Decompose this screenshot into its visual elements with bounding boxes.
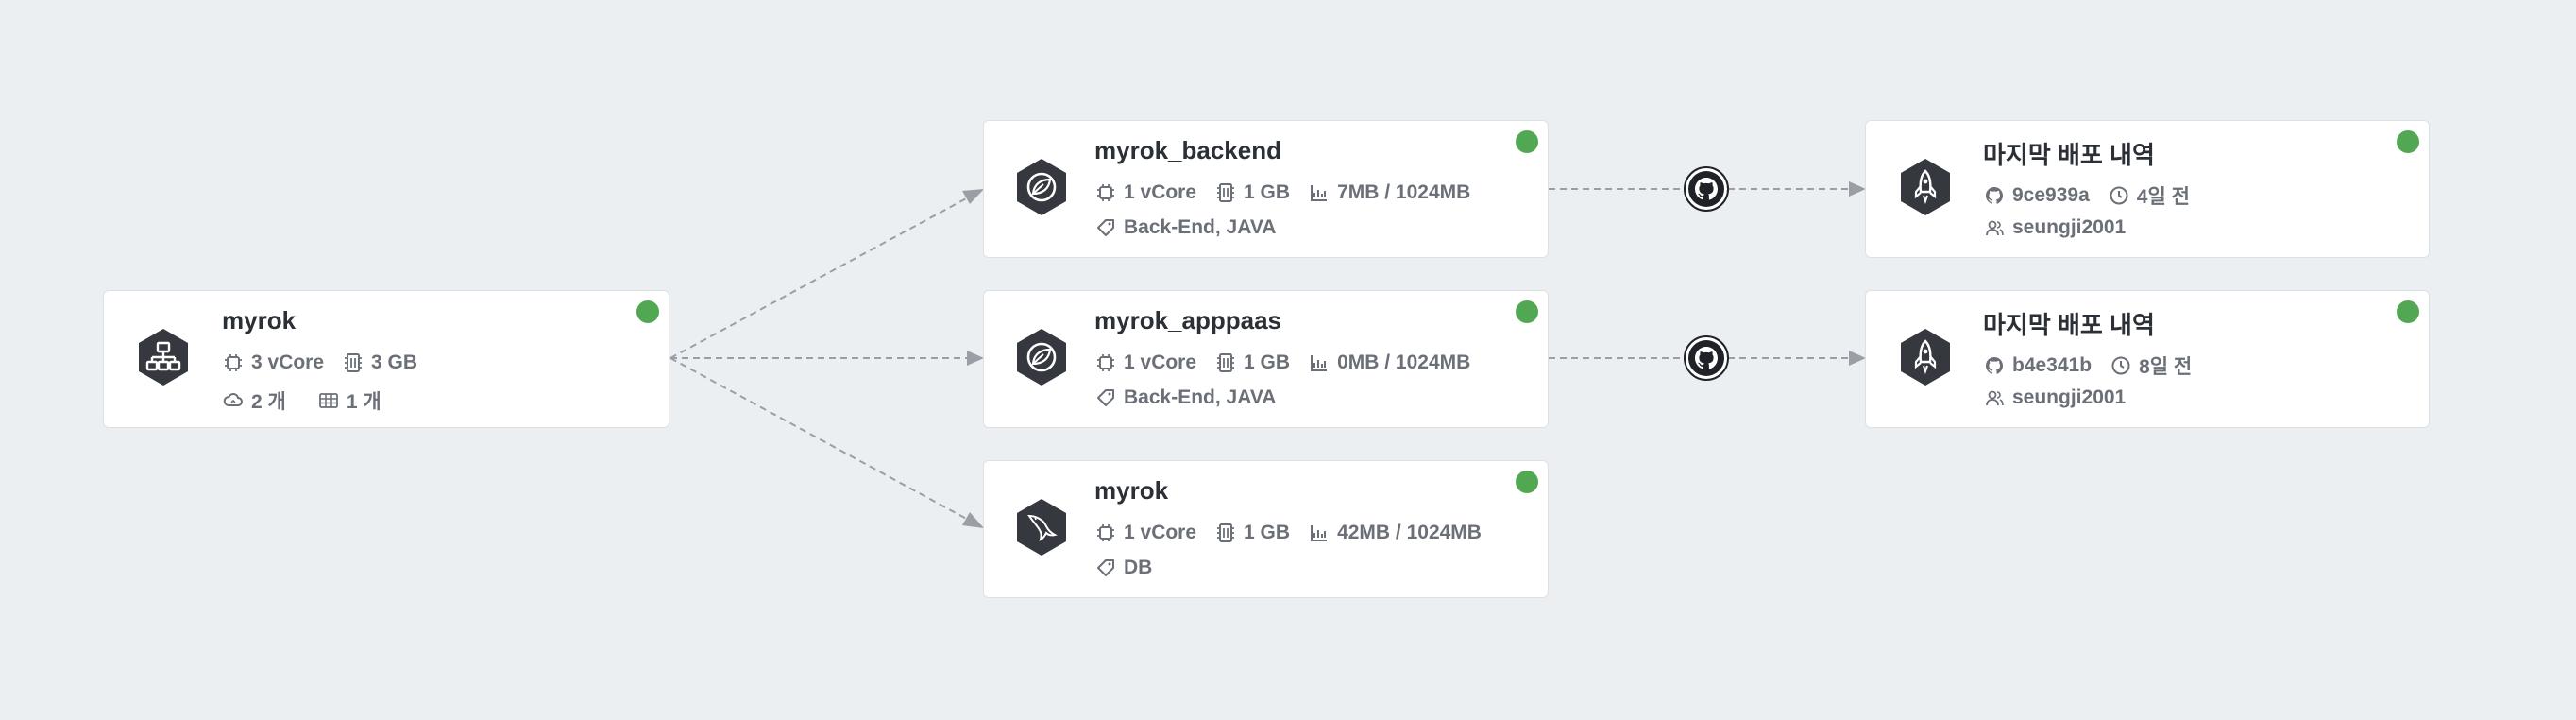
table-icon: [318, 390, 339, 411]
clock-icon: [2110, 355, 2131, 376]
chart-area-icon: [1309, 182, 1330, 203]
deployment-author: seungji2001: [2012, 216, 2127, 238]
deployment-card[interactable]: 마지막 배포 내역 9ce939a 4일 전 seungji2001: [1865, 120, 2430, 258]
project-services-count: 2 개: [251, 391, 286, 413]
service-storage: 42MB / 1024MB: [1337, 522, 1482, 543]
edge-project-to-db: [669, 357, 983, 528]
edge-arrowhead: [967, 351, 984, 366]
memory-icon: [1215, 182, 1236, 203]
edge-arrowhead: [1849, 351, 1866, 366]
deployment-commit: b4e341b: [2012, 354, 2093, 376]
project-card[interactable]: myrok 3 vCore 3 GB 2 개 1 개: [103, 290, 669, 428]
service-memory: 1 GB: [1244, 522, 1291, 543]
tag-icon: [1095, 557, 1116, 578]
edge-arrowhead: [962, 512, 984, 528]
cloud-icon: [223, 390, 244, 411]
deployment-info: b4e341b 8일 전: [1984, 351, 2192, 380]
deployment-info: 9ce939a 4일 전: [1984, 181, 2190, 210]
service-tags: Back-End, JAVA: [1124, 216, 1277, 238]
deployment-author: seungji2001: [2012, 386, 2127, 408]
memory-icon: [1215, 352, 1236, 373]
project-db-count: 1 개: [346, 391, 381, 413]
deployment-author-row: seungji2001: [1984, 386, 2126, 409]
github-node-icon[interactable]: [1684, 166, 1729, 212]
service-tags: DB: [1124, 557, 1153, 578]
memory-icon: [1215, 523, 1236, 543]
project-name: myrok: [222, 306, 297, 334]
deployment-title: 마지막 배포 내역: [1983, 311, 2155, 339]
cpu-icon: [1095, 182, 1116, 203]
service-tags-row: Back-End, JAVA: [1095, 216, 1276, 239]
status-indicator: [1516, 300, 1538, 323]
github-node-icon[interactable]: [1684, 335, 1729, 381]
edge-arrowhead: [1849, 181, 1866, 197]
project-counts: 2 개 1 개: [223, 386, 381, 415]
github-icon: [1984, 185, 2005, 206]
tag-icon: [1095, 387, 1116, 408]
status-indicator: [1516, 130, 1538, 153]
service-tags: Back-End, JAVA: [1124, 386, 1277, 408]
service-memory: 1 GB: [1244, 351, 1291, 373]
service-vcore: 1 vCore: [1124, 522, 1197, 543]
cpu-icon: [223, 352, 244, 373]
cpu-icon: [1095, 523, 1116, 543]
service-tags-row: Back-End, JAVA: [1095, 386, 1276, 409]
chart-area-icon: [1309, 352, 1330, 373]
github-icon: [1984, 355, 2005, 376]
service-vcore: 1 vCore: [1124, 181, 1197, 203]
deployment-author-row: seungji2001: [1984, 216, 2126, 239]
status-indicator: [1516, 471, 1538, 493]
tag-icon: [1095, 217, 1116, 238]
deployment-commit: 9ce939a: [2012, 184, 2090, 206]
service-storage: 0MB / 1024MB: [1337, 351, 1471, 373]
spring-leaf-icon: [1015, 157, 1068, 217]
service-tags-row: DB: [1095, 557, 1152, 579]
service-name: myrok: [1094, 476, 1169, 505]
deployment-card[interactable]: 마지막 배포 내역 b4e341b 8일 전 seungji2001: [1865, 290, 2430, 428]
service-resources: 1 vCore 1 GB 0MB / 1024MB: [1095, 351, 1470, 374]
service-memory: 1 GB: [1244, 181, 1291, 203]
deployment-time: 4일 전: [2136, 186, 2190, 208]
service-name: myrok_apppaas: [1094, 306, 1281, 334]
rocket-icon: [1899, 327, 1952, 387]
edge-project-to-backend: [669, 189, 983, 359]
status-indicator: [2397, 130, 2419, 153]
project-vcore: 3 vCore: [251, 351, 325, 373]
cpu-icon: [1095, 352, 1116, 373]
spring-leaf-icon: [1015, 327, 1068, 387]
mysql-dolphin-icon: [1015, 497, 1068, 557]
deployment-time: 8일 전: [2139, 356, 2193, 378]
service-card[interactable]: myrok_apppaas 1 vCore 1 GB 0MB / 1024MB: [983, 290, 1549, 428]
clock-icon: [2109, 185, 2129, 206]
service-storage: 7MB / 1024MB: [1337, 181, 1471, 203]
users-icon: [1984, 387, 2005, 408]
project-resources: 3 vCore 3 GB: [223, 351, 417, 374]
users-icon: [1984, 217, 2005, 238]
service-vcore: 1 vCore: [1124, 351, 1197, 373]
deployment-title: 마지막 배포 내역: [1983, 141, 2155, 169]
sitemap-icon: [137, 327, 190, 387]
service-resources: 1 vCore 1 GB 42MB / 1024MB: [1095, 522, 1482, 544]
project-memory: 3 GB: [371, 351, 418, 373]
edge-arrowhead: [962, 189, 984, 204]
status-indicator: [636, 300, 659, 323]
service-resources: 1 vCore 1 GB 7MB / 1024MB: [1095, 181, 1470, 204]
memory-icon: [343, 352, 364, 373]
rocket-icon: [1899, 157, 1952, 217]
service-card[interactable]: myrok 1 vCore 1 GB 42MB / 1024MB DB: [983, 460, 1549, 598]
status-indicator: [2397, 300, 2419, 323]
service-name: myrok_backend: [1094, 136, 1281, 164]
chart-area-icon: [1309, 523, 1330, 543]
service-card[interactable]: myrok_backend 1 vCore 1 GB 7MB / 1024MB: [983, 120, 1549, 258]
